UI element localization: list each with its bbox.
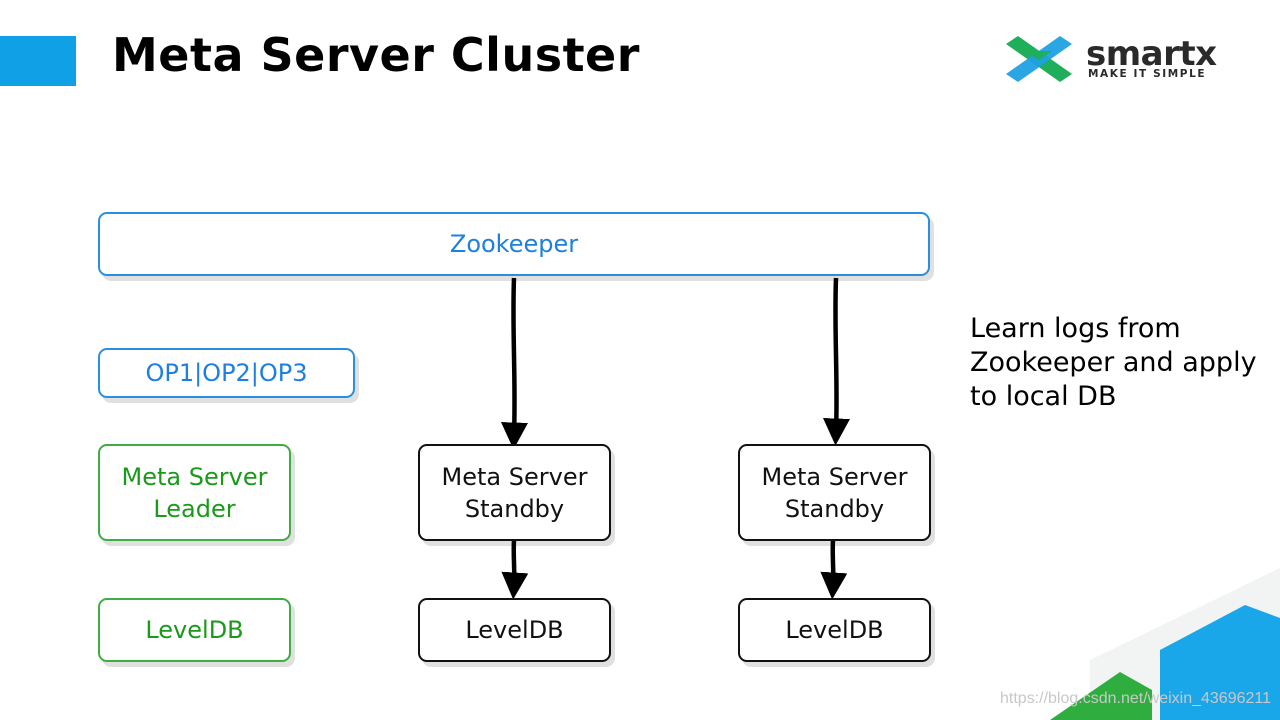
arrow-standby-1-to-leveldb	[501, 539, 529, 600]
zookeeper-label: Zookeeper	[449, 230, 579, 258]
standby-2-leveldb-label: LevelDB	[785, 616, 884, 644]
standby-1-leveldb-label: LevelDB	[465, 616, 564, 644]
leader-box: Meta Server Leader	[98, 444, 291, 541]
op-log-box: OP1|OP2|OP3	[98, 348, 355, 398]
standby-1-label: Meta Server Standby	[441, 462, 588, 523]
arrow-zookeeper-to-standby-2	[823, 277, 851, 446]
op-log-label: OP1|OP2|OP3	[145, 359, 308, 387]
standby-2-leveldb-box: LevelDB	[738, 598, 931, 662]
side-note: Learn logs from Zookeeper and apply to l…	[970, 313, 1257, 412]
smartx-logo: smartx MAKE IT SIMPLE	[1004, 34, 1234, 90]
leader-label: Meta Server Leader	[121, 462, 268, 523]
zookeeper-box: Zookeeper	[98, 212, 930, 276]
standby-1-box: Meta Server Standby	[418, 444, 611, 541]
page-title: Meta Server Cluster	[112, 28, 640, 82]
logo-tagline: MAKE IT SIMPLE	[1088, 68, 1207, 80]
accent-bar	[0, 36, 76, 86]
logo-wordmark: smartx	[1086, 34, 1217, 74]
standby-2-box: Meta Server Standby	[738, 444, 931, 541]
leader-leveldb-label: LevelDB	[145, 616, 244, 644]
leader-leveldb-box: LevelDB	[98, 598, 291, 662]
watermark: https://blog.csdn.net/weixin_43696211	[1000, 690, 1272, 707]
standby-2-label: Meta Server Standby	[761, 462, 908, 523]
arrow-zookeeper-to-standby-1	[500, 277, 528, 450]
smartx-logo-mark-icon	[1006, 36, 1072, 82]
standby-1-leveldb-box: LevelDB	[418, 598, 611, 662]
arrow-standby-2-to-leveldb	[820, 539, 848, 600]
